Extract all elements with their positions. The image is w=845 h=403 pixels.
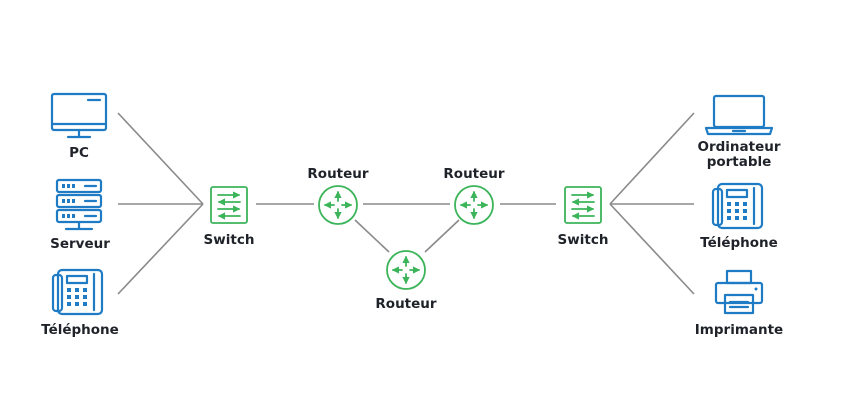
phone-icon bbox=[711, 182, 764, 230]
link-router-router-bottom-right bbox=[424, 219, 460, 253]
link-switch-laptop bbox=[609, 112, 695, 205]
link-phone-switch bbox=[117, 203, 204, 295]
server-icon bbox=[55, 178, 103, 231]
node-phone-right: Téléphone bbox=[700, 182, 778, 251]
router-icon bbox=[455, 186, 493, 224]
node-laptop: Ordinateur portable bbox=[697, 94, 781, 170]
node-label-phone-left: Téléphone bbox=[41, 322, 119, 338]
node-printer: Imprimante bbox=[695, 269, 783, 338]
node-switch-right: Switch bbox=[558, 187, 609, 248]
node-label-laptop-line2: portable bbox=[707, 154, 772, 170]
link-router-router-bottom-left bbox=[354, 219, 390, 253]
switch-icon bbox=[211, 187, 247, 223]
node-phone-left: Téléphone bbox=[41, 268, 119, 338]
node-switch-left: Switch bbox=[204, 187, 255, 248]
node-label-switch-right: Switch bbox=[558, 232, 609, 248]
phone-icon bbox=[51, 268, 104, 316]
router-icon bbox=[319, 186, 357, 224]
monitor-icon bbox=[50, 92, 108, 139]
links bbox=[117, 112, 695, 295]
node-label-router-top-left: Routeur bbox=[307, 166, 369, 182]
node-label-server: Serveur bbox=[50, 236, 110, 252]
printer-icon bbox=[714, 269, 764, 315]
node-server: Serveur bbox=[50, 178, 110, 252]
node-label-router-top-right: Routeur bbox=[443, 166, 505, 182]
link-pc-switch bbox=[117, 112, 204, 205]
node-router-bottom: Routeur bbox=[375, 251, 437, 312]
laptop-icon bbox=[704, 94, 774, 136]
node-label-printer: Imprimante bbox=[695, 322, 783, 338]
link-switch-printer bbox=[609, 203, 695, 295]
node-router-top-left: Routeur bbox=[307, 166, 369, 224]
node-pc: PC bbox=[50, 92, 108, 161]
node-label-pc: PC bbox=[69, 145, 89, 161]
node-label-laptop-line1: Ordinateur bbox=[697, 139, 780, 155]
node-router-top-right: Routeur bbox=[443, 166, 505, 224]
router-icon bbox=[387, 251, 425, 289]
node-label-phone-right: Téléphone bbox=[700, 235, 778, 251]
switch-icon bbox=[565, 187, 601, 223]
node-label-router-bottom: Routeur bbox=[375, 296, 437, 312]
node-label-switch-left: Switch bbox=[204, 232, 255, 248]
